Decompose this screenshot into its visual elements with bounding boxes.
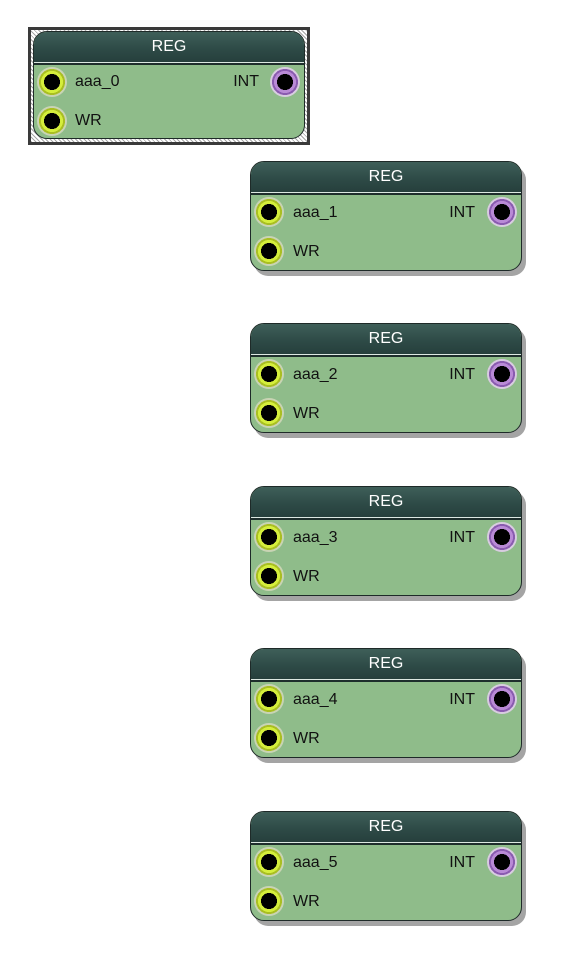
output-port-label: INT: [449, 366, 475, 383]
input-port-wr[interactable]: [254, 398, 284, 428]
output-port-int[interactable]: [487, 197, 517, 227]
input-port-label: aaa_0: [75, 73, 120, 90]
node-body: REG aaa_0 WR INT: [33, 31, 305, 139]
input-port-aaa-3[interactable]: [254, 522, 284, 552]
output-port-int[interactable]: [487, 522, 517, 552]
wr-port-label: WR: [293, 893, 320, 910]
input-port-aaa-2[interactable]: [254, 359, 284, 389]
node-body: REG aaa_4 WR INT: [250, 648, 522, 758]
input-port-aaa-1[interactable]: [254, 197, 284, 227]
input-port-aaa-5[interactable]: [254, 847, 284, 877]
input-port-wr[interactable]: [254, 723, 284, 753]
reg-node-5[interactable]: REG aaa_5 WR INT: [250, 811, 522, 921]
node-title: REG: [34, 32, 304, 65]
node-title: REG: [251, 812, 521, 845]
input-port-label: aaa_3: [293, 529, 338, 546]
reg-node-3[interactable]: REG aaa_3 WR INT: [250, 486, 522, 596]
output-port-int[interactable]: [270, 67, 300, 97]
node-title: REG: [251, 649, 521, 682]
reg-node-0[interactable]: REG aaa_0 WR INT: [33, 31, 305, 139]
output-port-label: INT: [449, 529, 475, 546]
input-port-label: aaa_2: [293, 366, 338, 383]
output-port-label: INT: [449, 854, 475, 871]
output-port-int[interactable]: [487, 684, 517, 714]
wr-port-label: WR: [293, 243, 320, 260]
input-port-wr[interactable]: [254, 886, 284, 916]
node-title: REG: [251, 162, 521, 195]
input-port-wr[interactable]: [37, 106, 67, 136]
reg-node-4[interactable]: REG aaa_4 WR INT: [250, 648, 522, 758]
wr-port-label: WR: [293, 405, 320, 422]
reg-node-2[interactable]: REG aaa_2 WR INT: [250, 323, 522, 433]
reg-node-1[interactable]: REG aaa_1 WR INT: [250, 161, 522, 271]
node-title: REG: [251, 487, 521, 520]
output-port-label: INT: [449, 691, 475, 708]
output-port-int[interactable]: [487, 847, 517, 877]
node-body: REG aaa_1 WR INT: [250, 161, 522, 271]
wr-port-label: WR: [293, 568, 320, 585]
node-body: REG aaa_2 WR INT: [250, 323, 522, 433]
output-port-label: INT: [449, 204, 475, 221]
wr-port-label: WR: [293, 730, 320, 747]
input-port-aaa-0[interactable]: [37, 67, 67, 97]
input-port-label: aaa_1: [293, 204, 338, 221]
input-port-wr[interactable]: [254, 236, 284, 266]
wr-port-label: WR: [75, 112, 102, 129]
input-port-wr[interactable]: [254, 561, 284, 591]
output-port-label: INT: [233, 73, 259, 90]
node-body: REG aaa_3 WR INT: [250, 486, 522, 596]
node-body: REG aaa_5 WR INT: [250, 811, 522, 921]
input-port-label: aaa_4: [293, 691, 338, 708]
input-port-aaa-4[interactable]: [254, 684, 284, 714]
output-port-int[interactable]: [487, 359, 517, 389]
input-port-label: aaa_5: [293, 854, 338, 871]
node-title: REG: [251, 324, 521, 357]
